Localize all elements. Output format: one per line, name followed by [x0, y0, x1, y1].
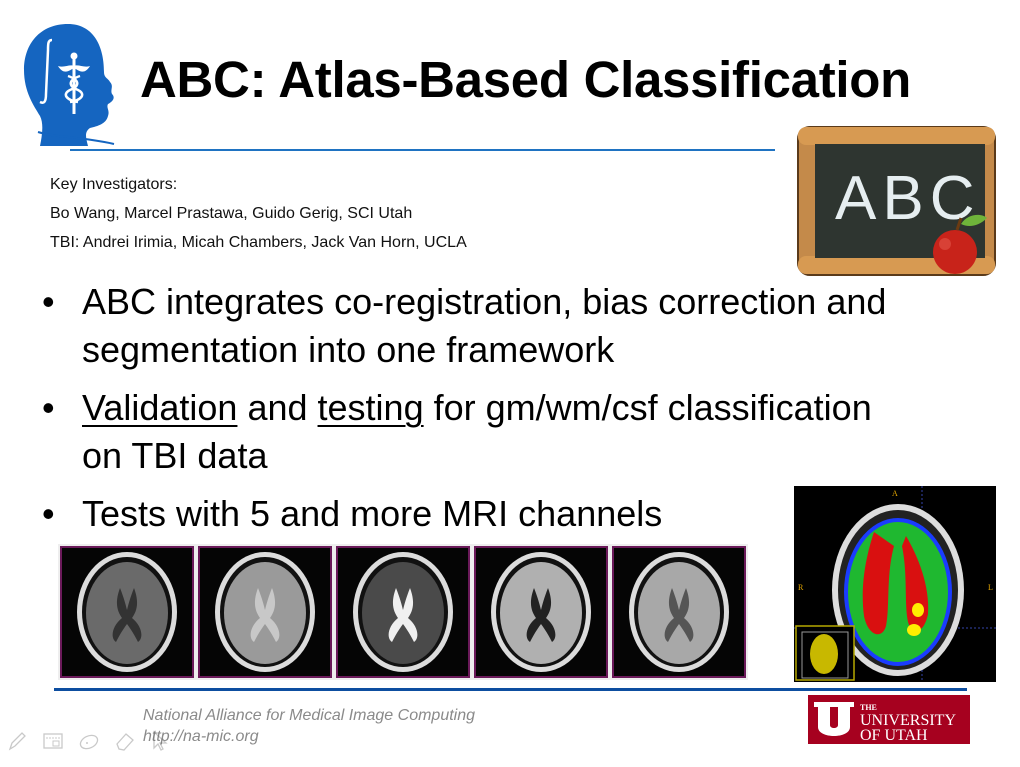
footer-divider	[54, 688, 967, 691]
mri-channel-image	[474, 546, 608, 678]
utah-logo-line3: OF UTAH	[860, 727, 928, 744]
investigators-line: TBI: Andrei Irimia, Micah Chambers, Jack…	[50, 234, 467, 251]
orientation-label-right: L	[988, 583, 993, 592]
orientation-label-top: A	[892, 489, 898, 498]
bullet-text: ABC integrates co-registration, bias cor…	[82, 281, 887, 370]
bullet-item: • Validation and testing for gm/wm/csf c…	[40, 384, 900, 480]
investigators-line: Bo Wang, Marcel Prastawa, Guido Gerig, S…	[50, 205, 413, 222]
bullet-item: • ABC integrates co-registration, bias c…	[40, 278, 900, 374]
utah-logo-line1: THE	[860, 703, 877, 712]
slideshow-toolbar	[6, 730, 172, 752]
university-of-utah-logo: THE UNIVERSITY OF UTAH	[808, 695, 970, 744]
validation-link[interactable]: Validation	[82, 387, 238, 428]
investigators-heading: Key Investigators:	[50, 176, 178, 193]
chalkboard-abc-image: ABC	[797, 126, 996, 276]
slide-menu-icon[interactable]	[42, 730, 64, 752]
mri-channel-strip	[58, 544, 748, 680]
slide-title: ABC: Atlas-Based Classification	[140, 51, 911, 108]
segmentation-result-image: A R L	[794, 486, 996, 682]
bullet-dot: •	[42, 493, 55, 534]
bullet-text: for gm/wm/csf classification on TBI data	[82, 387, 872, 476]
pen-icon[interactable]	[6, 730, 28, 752]
na-mic-logo	[24, 24, 115, 146]
mri-channel-image	[198, 546, 332, 678]
footer: National Alliance for Medical Image Comp…	[143, 705, 475, 747]
mri-channel-image	[612, 546, 746, 678]
bullet-list: • ABC integrates co-registration, bias c…	[40, 278, 900, 548]
footer-org: National Alliance for Medical Image Comp…	[143, 707, 476, 724]
disc-icon[interactable]	[78, 730, 100, 752]
orientation-label-left: R	[798, 583, 804, 592]
bullet-text: Tests with 5 and more MRI channels	[82, 493, 663, 534]
mri-channel-image	[60, 546, 194, 678]
key-investigators: Key Investigators: Bo Wang, Marcel Prast…	[50, 170, 467, 257]
bullet-dot: •	[42, 387, 55, 428]
title-divider	[70, 149, 775, 151]
pointer-icon[interactable]	[150, 730, 172, 752]
utah-logo-line2: UNIVERSITY	[860, 712, 956, 729]
mri-channel-image	[336, 546, 470, 678]
testing-link[interactable]: testing	[317, 387, 424, 428]
footer-url[interactable]: http://na-mic.org	[143, 728, 259, 745]
bullet-item: • Tests with 5 and more MRI channels	[40, 490, 900, 538]
bullet-dot: •	[42, 281, 55, 322]
bullet-text: and	[237, 387, 318, 428]
eraser-icon[interactable]	[114, 730, 136, 752]
chalkboard-text: ABC	[835, 164, 980, 233]
